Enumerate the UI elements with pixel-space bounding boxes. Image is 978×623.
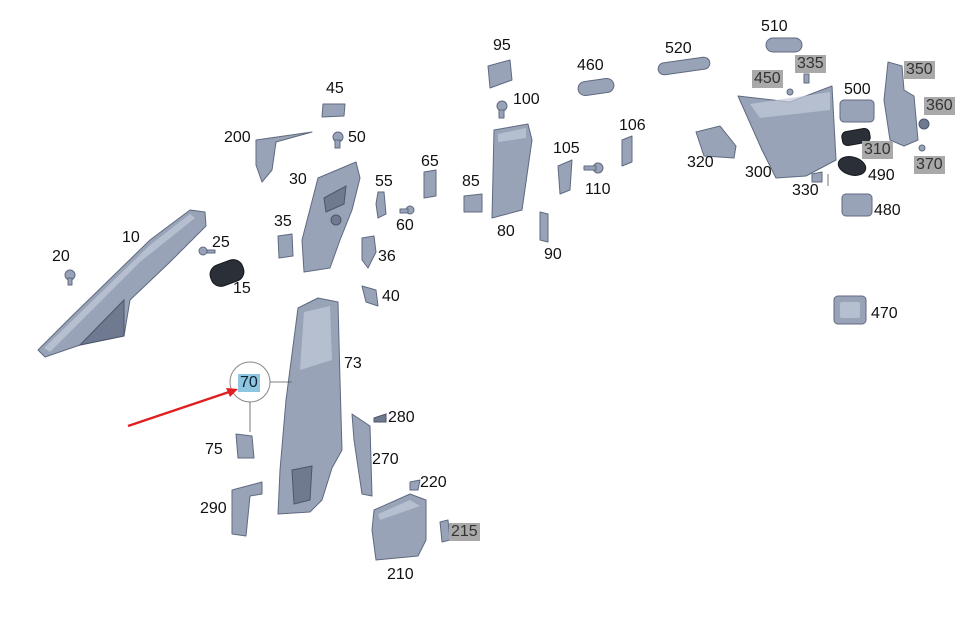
label-65[interactable]: 65 <box>421 153 439 170</box>
label-15[interactable]: 15 <box>233 280 251 297</box>
label-330[interactable]: 330 <box>792 182 819 199</box>
label-210[interactable]: 210 <box>387 566 414 583</box>
label-60[interactable]: 60 <box>396 217 414 234</box>
part-65-cover[interactable] <box>423 169 437 199</box>
part-55-clip[interactable] <box>375 191 387 219</box>
part-200-bracket[interactable] <box>255 131 313 183</box>
label-510[interactable]: 510 <box>761 18 788 35</box>
label-50[interactable]: 50 <box>348 129 366 146</box>
label-73[interactable]: 73 <box>344 355 362 372</box>
part-290-trim[interactable] <box>231 481 263 537</box>
label-360[interactable]: 360 <box>924 97 955 115</box>
label-290[interactable]: 290 <box>200 500 227 517</box>
part-80-c-pillar[interactable] <box>491 123 533 219</box>
part-75-cover[interactable] <box>235 433 255 459</box>
red-arrow-icon <box>127 388 238 428</box>
label-10[interactable]: 10 <box>122 229 140 246</box>
part-280-clip[interactable] <box>373 413 387 423</box>
part-90-bracket[interactable] <box>539 211 549 243</box>
part-10-a-pillar-trim[interactable] <box>37 209 207 358</box>
label-90[interactable]: 90 <box>544 246 562 263</box>
part-270-trim[interactable] <box>351 413 373 497</box>
label-70[interactable]: 70 <box>238 374 260 392</box>
part-510-handle[interactable] <box>765 37 803 53</box>
part-110-screw[interactable] <box>583 162 604 174</box>
label-45[interactable]: 45 <box>326 80 344 97</box>
label-36[interactable]: 36 <box>378 248 396 265</box>
part-60-screw[interactable] <box>399 205 415 215</box>
label-40[interactable]: 40 <box>382 288 400 305</box>
label-300[interactable]: 300 <box>745 164 772 181</box>
part-105-bracket[interactable] <box>557 159 573 195</box>
part-20-clip[interactable] <box>64 269 76 286</box>
label-270[interactable]: 270 <box>372 451 399 468</box>
label-35[interactable]: 35 <box>274 213 292 230</box>
label-490[interactable]: 490 <box>868 167 895 184</box>
part-370-clip[interactable] <box>918 144 926 152</box>
part-45-clip[interactable] <box>321 103 346 118</box>
label-520[interactable]: 520 <box>665 40 692 57</box>
part-300-panel[interactable] <box>737 85 837 179</box>
label-460[interactable]: 460 <box>577 57 604 74</box>
label-110[interactable]: 110 <box>585 181 611 198</box>
part-95-bracket[interactable] <box>487 59 513 89</box>
label-350[interactable]: 350 <box>904 61 935 79</box>
part-15-handle[interactable] <box>207 257 246 289</box>
part-335-clip[interactable] <box>803 73 810 84</box>
label-215[interactable]: 215 <box>449 523 480 541</box>
label-30[interactable]: 30 <box>289 171 307 188</box>
part-330-clip[interactable] <box>811 171 829 186</box>
part-85-cover[interactable] <box>463 193 483 213</box>
part-460-handle[interactable] <box>577 77 615 97</box>
label-470[interactable]: 470 <box>871 305 898 322</box>
label-106[interactable]: 106 <box>619 117 646 134</box>
part-320-cover[interactable] <box>695 125 737 159</box>
part-36-bracket[interactable] <box>361 235 377 269</box>
part-490-cover[interactable] <box>836 154 868 179</box>
part-350-bracket[interactable] <box>883 61 919 147</box>
label-320[interactable]: 320 <box>687 154 714 171</box>
part-106-clip[interactable] <box>621 135 633 167</box>
part-210-cover[interactable] <box>371 493 427 561</box>
label-85[interactable]: 85 <box>462 173 480 190</box>
label-280[interactable]: 280 <box>388 409 415 426</box>
label-480[interactable]: 480 <box>874 202 901 219</box>
part-25-screw[interactable] <box>198 246 216 256</box>
label-95[interactable]: 95 <box>493 37 511 54</box>
part-35-cover[interactable] <box>277 233 294 259</box>
part-30-b-pillar-upper[interactable] <box>301 161 361 273</box>
label-20[interactable]: 20 <box>52 248 70 265</box>
part-480-cover[interactable] <box>841 193 873 217</box>
label-55[interactable]: 55 <box>375 173 393 190</box>
label-450[interactable]: 450 <box>752 70 783 88</box>
part-100-screw[interactable] <box>496 100 508 119</box>
label-310[interactable]: 310 <box>862 141 893 159</box>
label-500[interactable]: 500 <box>844 81 871 98</box>
part-73-b-pillar-lower[interactable] <box>277 297 343 515</box>
label-105[interactable]: 105 <box>553 140 580 157</box>
label-370[interactable]: 370 <box>914 156 945 174</box>
part-450-clip[interactable] <box>786 88 794 96</box>
label-100[interactable]: 100 <box>513 91 540 108</box>
part-220-clip[interactable] <box>409 479 421 491</box>
part-500-cover[interactable] <box>839 99 875 123</box>
part-520-handle[interactable] <box>657 56 711 76</box>
label-200[interactable]: 200 <box>224 129 251 146</box>
label-220[interactable]: 220 <box>420 474 447 491</box>
part-50-screw[interactable] <box>332 131 344 149</box>
label-335[interactable]: 335 <box>795 55 826 73</box>
label-75[interactable]: 75 <box>205 441 223 458</box>
part-40-bracket[interactable] <box>361 285 379 307</box>
label-25[interactable]: 25 <box>212 234 230 251</box>
part-470-cover[interactable] <box>833 295 867 325</box>
part-360-clip[interactable] <box>918 118 930 130</box>
callout-70 <box>229 361 292 432</box>
label-80[interactable]: 80 <box>497 223 515 240</box>
